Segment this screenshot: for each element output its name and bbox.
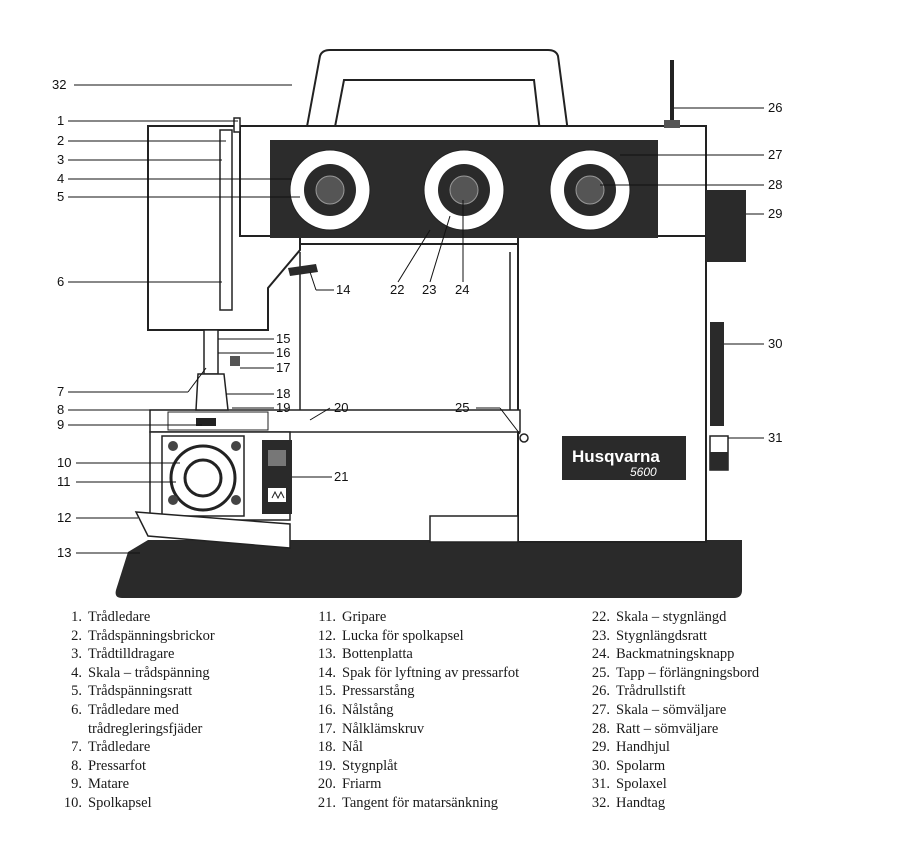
callout-28: 28	[768, 177, 782, 192]
callout-13: 13	[57, 545, 71, 560]
callout-14: 14	[336, 282, 350, 297]
legend-item: 25.Tapp – förlängningsbord	[591, 664, 760, 681]
handwheel	[706, 190, 746, 262]
callout-8: 8	[57, 402, 64, 417]
legend-item: 16.Nålstång	[317, 701, 394, 718]
callout-12: 12	[57, 510, 71, 525]
legend-item: 27.Skala – sömväljare	[591, 701, 727, 718]
legend-item: 21.Tangent för matarsänkning	[317, 794, 499, 811]
legend-item: 20.Friarm	[317, 776, 382, 793]
callout-24: 24	[455, 282, 469, 297]
extension-table-pin	[519, 433, 529, 443]
callout-10: 10	[57, 455, 71, 470]
legend-item: 14.Spak för lyftning av pressarfot	[317, 664, 520, 681]
legend-item: trådregleringsfjäder	[88, 720, 203, 737]
thread-tension-dial	[289, 149, 371, 231]
bobbin-cover	[134, 511, 291, 549]
callout-20: 20	[334, 400, 348, 415]
presser-foot	[195, 373, 229, 411]
callout-1: 1	[57, 113, 64, 128]
callout-7: 7	[57, 384, 64, 399]
legend-item: 30.Spolarm	[591, 757, 666, 774]
callout-27: 27	[768, 147, 782, 162]
legend-item: 12.Lucka för spolkapsel	[317, 627, 464, 644]
callout-25: 25	[455, 400, 469, 415]
legend-item: 22.Skala – stygnlängd	[591, 609, 727, 625]
legend-item: 4.Skala – trådspänning	[71, 664, 210, 681]
legend-item: 31.Spolaxel	[591, 776, 667, 793]
callout-19: 19	[276, 400, 290, 415]
callout-21: 21	[334, 469, 348, 484]
callout-23: 23	[422, 282, 436, 297]
legend-item: 19.Stygnplåt	[317, 757, 398, 774]
legend-item: 7.Trådledare	[71, 739, 151, 756]
legend-item: 17.Nålklämskruv	[317, 720, 425, 737]
legend-item: 2.Trådspänningsbrickor	[71, 627, 215, 644]
callout-leader-lines	[68, 84, 764, 554]
callout-29: 29	[768, 206, 782, 221]
model-number: 5600	[630, 465, 657, 479]
legend-item: 1.Trådledare	[71, 609, 151, 625]
legend-item: 9.Matare	[71, 776, 130, 793]
brand-name: Husqvarna	[572, 447, 660, 466]
legend-item: 6.Trådledare med	[71, 701, 179, 718]
legend-item: 13.Bottenplatta	[317, 646, 413, 663]
legend-column-3: 22.Skala – stygnlängd 23.Stygnlängdsratt…	[582, 608, 842, 813]
needle-bar	[203, 329, 219, 375]
legend-column-2: 11.Gripare 12.Lucka för spolkapsel 13.Bo…	[308, 608, 568, 813]
legend-item: 18.Nål	[317, 739, 363, 756]
callout-30: 30	[768, 336, 782, 351]
machine-column	[517, 235, 707, 543]
sewing-machine-diagram: Husqvarna 5600 32 1 2 3 4 5 6 7 8 9 10 1…	[52, 49, 782, 598]
callout-5: 5	[57, 189, 64, 204]
legend-item: 29.Handhjul	[591, 739, 670, 756]
bobbin-winder-arm	[710, 322, 724, 426]
stitch-length-dial	[423, 149, 505, 231]
callout-6: 6	[57, 274, 64, 289]
stitch-selector-dial	[549, 149, 631, 231]
legend-item: 8.Pressarfot	[71, 757, 146, 774]
legend-item: 5.Trådspänningsratt	[71, 683, 193, 700]
legend-item: 26.Trådrullstift	[591, 683, 686, 700]
legend-item: 11.Gripare	[318, 609, 387, 625]
callout-9: 9	[57, 417, 64, 432]
callout-18: 18	[276, 386, 290, 401]
callout-26: 26	[768, 100, 782, 115]
legend-column-1: 1.Trådledare 2.Trådspänningsbrickor 3.Tr…	[58, 608, 318, 813]
legend-item: 32.Handtag	[591, 794, 666, 811]
legend-item: 10.Spolkapsel	[63, 794, 152, 811]
callout-22: 22	[390, 282, 404, 297]
callout-17: 17	[276, 360, 290, 375]
callout-32: 32	[52, 77, 66, 92]
carry-handle	[304, 49, 570, 133]
callout-16: 16	[276, 345, 290, 360]
stitch-plate	[167, 411, 269, 431]
legend-item: 28.Ratt – sömväljare	[591, 720, 719, 737]
callout-2: 2	[57, 133, 64, 148]
base-plate	[115, 540, 743, 598]
callout-3: 3	[57, 152, 64, 167]
legend-item: 3.Trådtilldragare	[71, 646, 175, 663]
brand-badge	[562, 436, 686, 480]
legend-item: 23.Stygnlängdsratt	[591, 627, 708, 644]
callout-11: 11	[57, 474, 71, 489]
legend-item: 15.Pressarstång	[317, 683, 415, 700]
callout-31: 31	[768, 430, 782, 445]
callout-4: 4	[57, 171, 64, 186]
callout-15: 15	[276, 331, 290, 346]
legend-item: 24.Backmatningsknapp	[591, 646, 735, 663]
